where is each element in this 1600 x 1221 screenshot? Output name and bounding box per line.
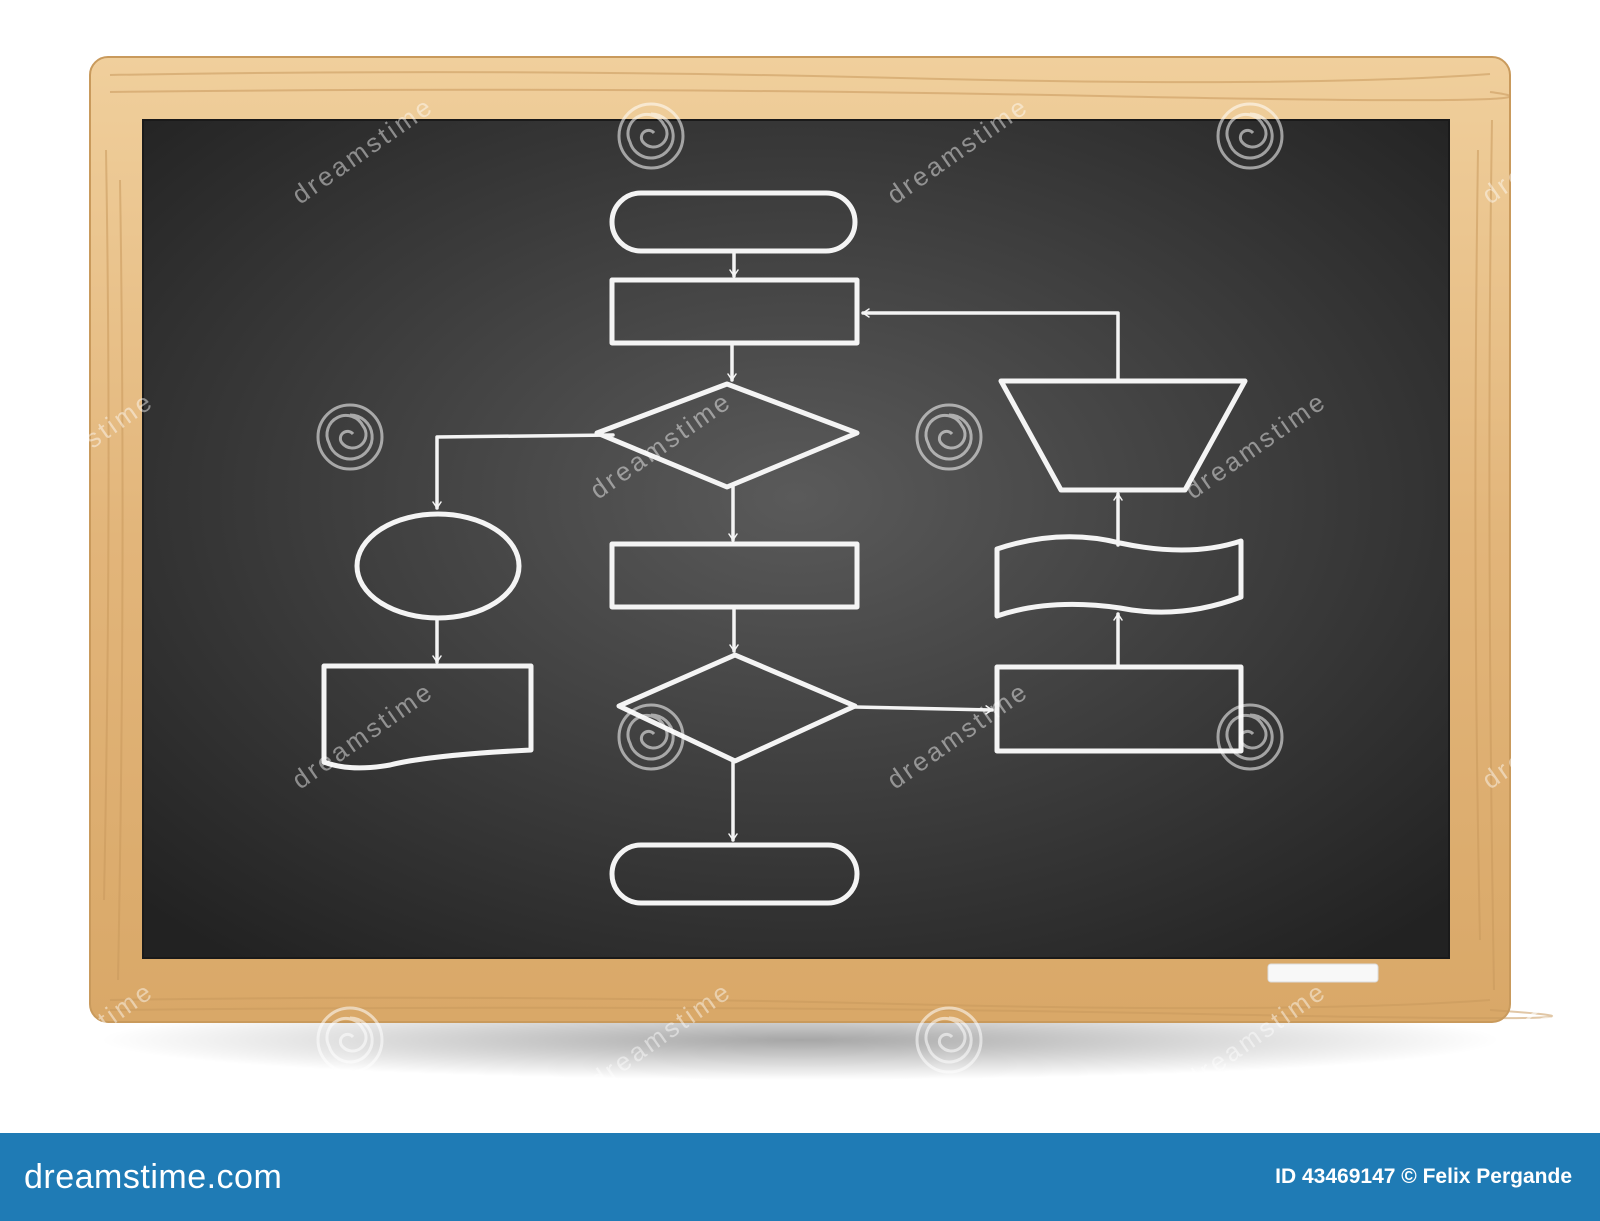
chalkboard-surface xyxy=(142,119,1450,959)
swirl-watermark-icon xyxy=(12,703,80,771)
id-number: 43469147 xyxy=(1302,1165,1396,1188)
id-label: ID xyxy=(1275,1165,1297,1188)
stage: dreamstime dreamstime dreamstime dreamst… xyxy=(12,56,1586,1080)
document-shape xyxy=(321,663,534,771)
swirl-watermark-icon xyxy=(12,102,80,170)
blackboard-illustration: dreamstime dreamstime dreamstime dreamst… xyxy=(12,56,1586,1080)
copyright-symbol: © xyxy=(1401,1165,1417,1188)
decision-diamond-1 xyxy=(594,381,860,490)
decision-diamond-2 xyxy=(616,652,858,764)
brand-logo[interactable]: dreamstime.com xyxy=(24,1158,283,1196)
image-credit: ID 43469147 © Felix Pergande xyxy=(1275,1161,1572,1193)
swirl-watermark-icon xyxy=(1518,403,1586,471)
connectors xyxy=(432,249,1123,842)
swirl-watermark-icon xyxy=(1518,1006,1586,1074)
end-terminator xyxy=(609,842,860,906)
chalk-piece-icon xyxy=(1267,963,1379,983)
tape-shape xyxy=(994,534,1244,619)
arrow-decision1-to-ellipse xyxy=(432,433,615,510)
arrow-decision2-to-process3 xyxy=(853,705,994,715)
process-box-1 xyxy=(609,277,860,346)
footer-bar: dreamstime.com ID 43469147 © Felix Perga… xyxy=(0,1133,1600,1221)
manual-operation-trapezoid xyxy=(998,378,1248,493)
arrow-trapezoid-to-process1 xyxy=(861,308,1120,383)
author-name: Felix Pergande xyxy=(1422,1165,1572,1188)
